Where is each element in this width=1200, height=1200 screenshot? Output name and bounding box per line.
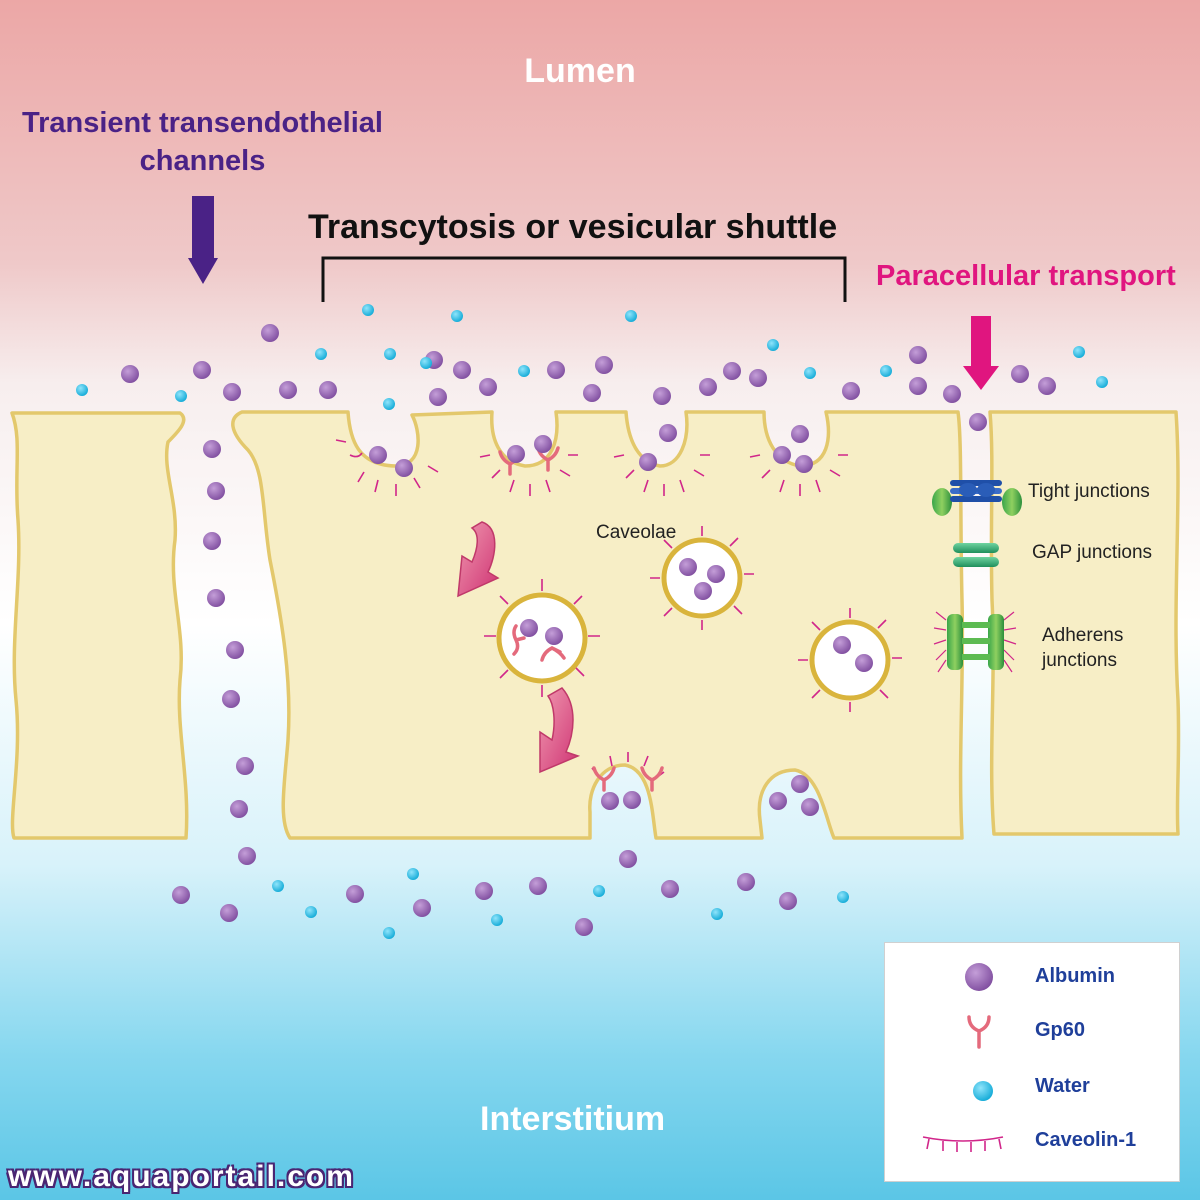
- transient-channel-arrow: [188, 196, 218, 284]
- transient-channels-label: Transient transendothelial channels: [0, 104, 405, 180]
- adherens-junctions-label: Adherens junctions: [1042, 623, 1123, 673]
- paracellular-label: Paracellular transport: [876, 260, 1176, 292]
- tight-junction-structure: [932, 480, 1022, 516]
- vesicle-caveolae: [661, 537, 743, 619]
- transient-channels-line2: channels: [139, 145, 266, 177]
- adherens-line2: junctions: [1042, 650, 1117, 671]
- caveolin-icon: [922, 1136, 1004, 1152]
- transcytosis-label: Transcytosis or vesicular shuttle: [308, 208, 838, 246]
- gap-junctions-label: GAP junctions: [1032, 542, 1153, 563]
- website-watermark: www.aquaportail.com: [8, 1160, 355, 1193]
- vesicle-right: [809, 619, 891, 701]
- water-molecules: [76, 304, 1108, 939]
- transcytosis-arrow-1: [457, 521, 500, 598]
- albumin-molecules: [121, 324, 1056, 936]
- gp60-icon: [967, 1015, 991, 1049]
- legend-item-gp60: Gp60: [885, 1011, 1179, 1051]
- gap-junction-structure: [953, 543, 999, 567]
- legend-label-caveolin: Caveolin-1: [1035, 1129, 1137, 1151]
- adherens-junction-structure: [933, 611, 1017, 673]
- cell-left: [10, 411, 189, 840]
- tight-junctions-label: Tight junctions: [1028, 481, 1150, 502]
- transient-channels-line1: Transient transendothelial: [22, 107, 383, 139]
- legend-item-water: Water: [885, 1067, 1179, 1107]
- caveolin-fringes: [335, 439, 902, 779]
- interstitium-label: Interstitium: [480, 1100, 666, 1138]
- paracellular-arrow: [963, 316, 999, 390]
- legend: Albumin Gp60 Water Caveolin-1: [884, 942, 1180, 1182]
- legend-label-albumin: Albumin: [1035, 965, 1115, 987]
- water-icon: [973, 1081, 993, 1101]
- caveolae-label: Caveolae: [596, 522, 677, 543]
- adherens-line1: Adherens: [1042, 625, 1124, 646]
- endothelial-cells: [10, 410, 1181, 840]
- transcytosis-bracket: [321, 256, 847, 302]
- legend-item-caveolin: Caveolin-1: [885, 1121, 1179, 1161]
- legend-label-water: Water: [1035, 1075, 1090, 1097]
- legend-item-albumin: Albumin: [885, 957, 1179, 997]
- vesicle-transcytosis: [496, 592, 588, 684]
- transcytosis-arrow-2: [539, 687, 581, 774]
- legend-label-gp60: Gp60: [1035, 1019, 1086, 1041]
- lumen-label: Lumen: [524, 52, 636, 90]
- albumin-legend-symbol: [965, 963, 993, 991]
